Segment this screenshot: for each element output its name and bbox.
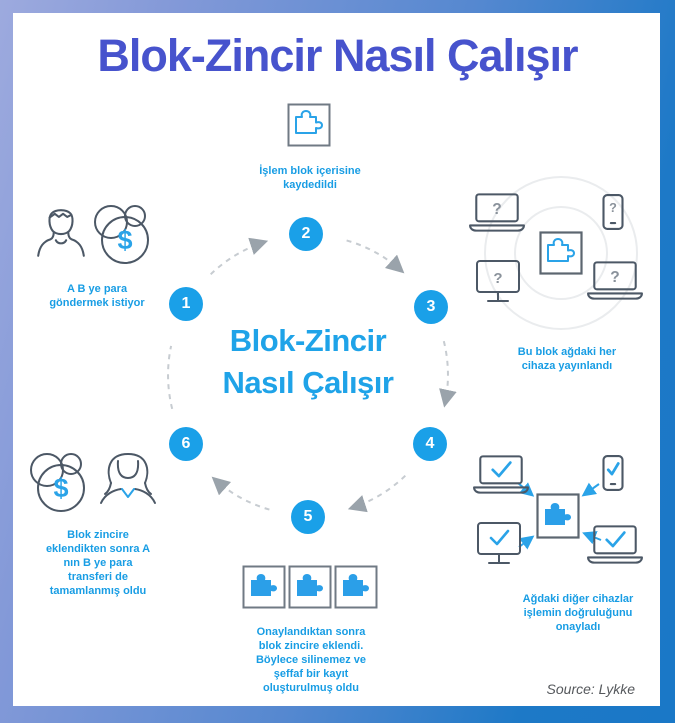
laptop-question-icon: ? — [468, 192, 526, 234]
monitor-question-icon: ? — [474, 259, 522, 307]
node-number: 4 — [425, 435, 435, 452]
coins-icon-2: $ — [28, 448, 88, 514]
question-glyph: ? — [609, 201, 617, 215]
question-glyph: ? — [492, 201, 501, 218]
source-credit: Source: Lykke — [546, 681, 635, 697]
male-user-icon — [32, 204, 90, 262]
chain-block-icon-3 — [334, 565, 378, 609]
step6-caption: Blok zincire eklendikten sonra A nın B y… — [45, 529, 151, 597]
phone-question-icon: ? — [601, 193, 625, 231]
check-icon — [605, 531, 626, 548]
question-glyph: ? — [610, 269, 619, 286]
check-icon — [489, 529, 510, 546]
node-number: 3 — [426, 298, 436, 315]
female-user-icon — [96, 446, 160, 506]
monitor-check-icon — [475, 521, 523, 569]
step-node-5: 5 — [291, 500, 325, 534]
center-title-line1: Blok-Zincir — [229, 323, 387, 358]
laptop-check-icon — [472, 454, 530, 496]
puzzle-block-icon — [287, 103, 331, 147]
step-node-6: 6 — [169, 427, 203, 461]
node-number: 6 — [181, 435, 191, 452]
step-node-2: 2 — [289, 217, 323, 251]
dollar-glyph: $ — [53, 473, 68, 503]
step5-caption: Onaylandıktan sonra blok zincire eklendi… — [255, 626, 367, 694]
step2-caption: İşlem blok içerisine kaydedildi — [259, 165, 361, 191]
step4-caption: Ağdaki diğer cihazlar işlemin doğruluğun… — [522, 593, 634, 633]
broadcast-puzzle-box-icon — [539, 231, 583, 275]
step-node-1: 1 — [169, 287, 203, 321]
check-icon — [606, 462, 620, 476]
laptop-question-icon-2: ? — [586, 260, 644, 302]
coins-icon: $ — [92, 200, 152, 266]
center-title: Blok-Zincir Nasıl Çalışır — [158, 320, 458, 404]
approved-puzzle-box-icon — [536, 493, 580, 539]
phone-check-icon — [601, 454, 625, 492]
step-node-4: 4 — [413, 427, 447, 461]
step1-caption: A B ye para göndermek istiyor — [49, 283, 145, 309]
chain-block-icon-2 — [288, 565, 332, 609]
laptop-check-icon-2 — [586, 524, 644, 566]
question-glyph: ? — [493, 270, 502, 287]
v-neck — [121, 488, 135, 498]
node-number: 2 — [301, 225, 311, 242]
step3-caption: Bu blok ağdaki her cihaza yayınlandı — [517, 346, 617, 372]
page-title: Blok-Zincir Nasıl Çalışır — [97, 30, 578, 81]
chain-block-icon-1 — [242, 565, 286, 609]
dollar-glyph: $ — [117, 225, 132, 255]
step-node-3: 3 — [414, 290, 448, 324]
check-icon — [491, 461, 512, 478]
center-title-line2: Nasıl Çalışır — [222, 365, 394, 400]
node-number: 1 — [181, 295, 191, 312]
node-number: 5 — [303, 508, 313, 525]
